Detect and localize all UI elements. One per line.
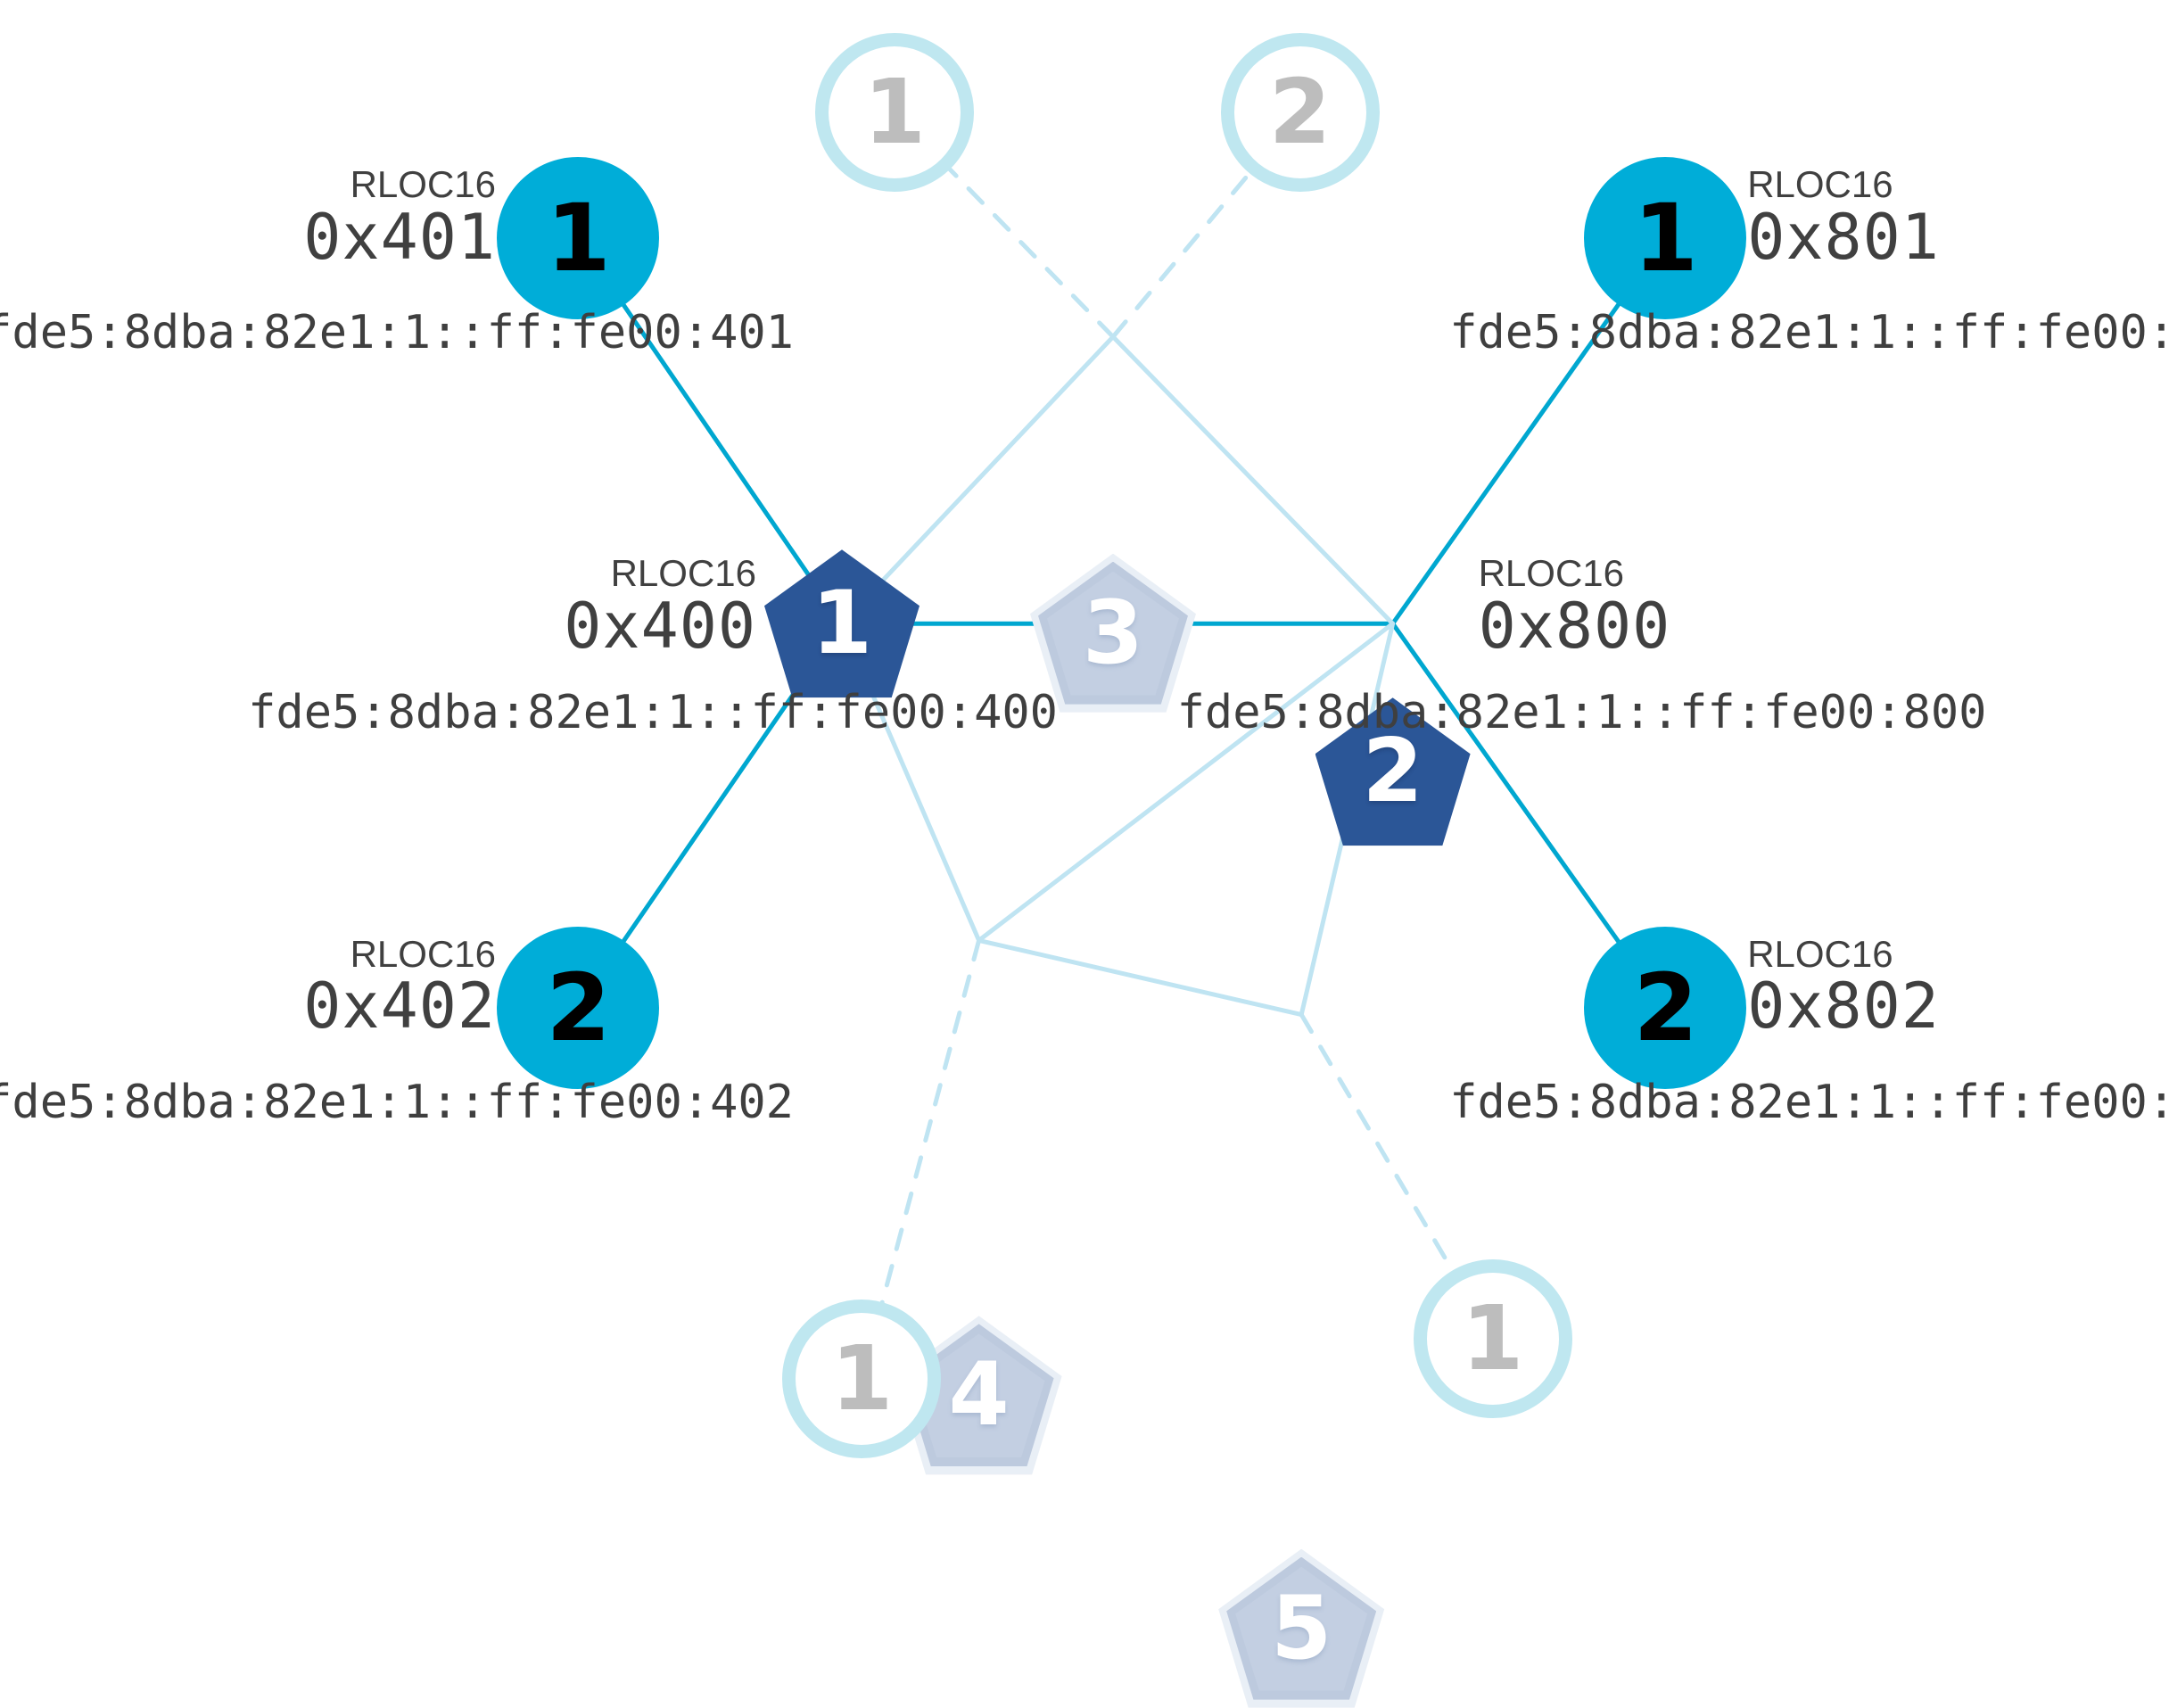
- ipv6-address-0x400: fde5:8dba:82e1:1::ff:fe00:400: [248, 686, 1058, 740]
- rloc-caption: RLOC16: [350, 932, 496, 975]
- child-node-0x801[interactable]: 1: [1584, 157, 1747, 320]
- node-id-label: 2: [1268, 60, 1332, 165]
- node-id-label: 4: [948, 1344, 1010, 1447]
- ipv6-address-0x401: fde5:8dba:82e1:1::ff:fe00:401: [0, 306, 794, 360]
- rloc-value: 0x800: [1478, 589, 1671, 663]
- rloc-value: 0x402: [303, 970, 496, 1044]
- link-n800-p4: [977, 621, 1396, 943]
- node-id-label: 2: [1362, 721, 1423, 823]
- ipv6-address-0x801: fde5:8dba:82e1:1::ff:fe00:801: [1449, 306, 2169, 360]
- inactive-router-node-p5[interactable]: 5: [1218, 1548, 1385, 1708]
- node-id-label: 3: [1082, 582, 1144, 684]
- inactive-child-node-h1t[interactable]: 1: [815, 33, 975, 193]
- link-n800-p3: [1110, 334, 1396, 626]
- inactive-router-node-p3[interactable]: 3: [1030, 553, 1196, 713]
- inactive-child-node-h1bl[interactable]: 1: [782, 1299, 942, 1458]
- link-n400-p3: [839, 334, 1116, 626]
- rloc-value: 0x801: [1747, 200, 1940, 274]
- ipv6-address-0x800: fde5:8dba:82e1:1::ff:fe00:800: [1176, 686, 1987, 740]
- child-node-0x402[interactable]: 2: [497, 926, 659, 1089]
- rloc-value: 0x400: [564, 589, 756, 663]
- node-id-label: 1: [830, 1325, 894, 1431]
- rloc-value: 0x401: [303, 200, 496, 274]
- rloc-value: 0x802: [1747, 970, 1940, 1044]
- rloc-caption: RLOC16: [1478, 552, 1624, 595]
- router-node-0x400[interactable]: 1: [764, 549, 920, 698]
- link-p4-p5: [977, 937, 1304, 1018]
- rloc-caption: RLOC16: [1747, 932, 1893, 975]
- child-node-0x802[interactable]: 2: [1584, 926, 1747, 1089]
- node-id-label: 1: [1633, 184, 1698, 293]
- rloc-caption: RLOC16: [350, 163, 496, 206]
- inactive-child-node-h2t[interactable]: 2: [1220, 33, 1380, 193]
- node-id-label: 5: [1271, 1577, 1332, 1679]
- node-id-label: 2: [1633, 953, 1698, 1062]
- ipv6-address-0x802: fde5:8dba:82e1:1::ff:fe00:802: [1449, 1075, 2169, 1129]
- rloc-caption: RLOC16: [610, 552, 756, 595]
- child-node-0x401[interactable]: 1: [497, 157, 659, 320]
- router-node-0x800[interactable]: 2: [1315, 697, 1471, 846]
- node-id-label: 1: [811, 573, 873, 675]
- inactive-child-node-h1br[interactable]: 1: [1413, 1258, 1572, 1418]
- node-id-label: 1: [863, 60, 926, 165]
- node-id-label: 1: [1461, 1285, 1524, 1390]
- ipv6-address-0x402: fde5:8dba:82e1:1::ff:fe00:402: [0, 1075, 794, 1129]
- node-id-label: 2: [546, 953, 610, 1062]
- node-id-label: 1: [546, 184, 610, 293]
- rloc-caption: RLOC16: [1747, 163, 1893, 206]
